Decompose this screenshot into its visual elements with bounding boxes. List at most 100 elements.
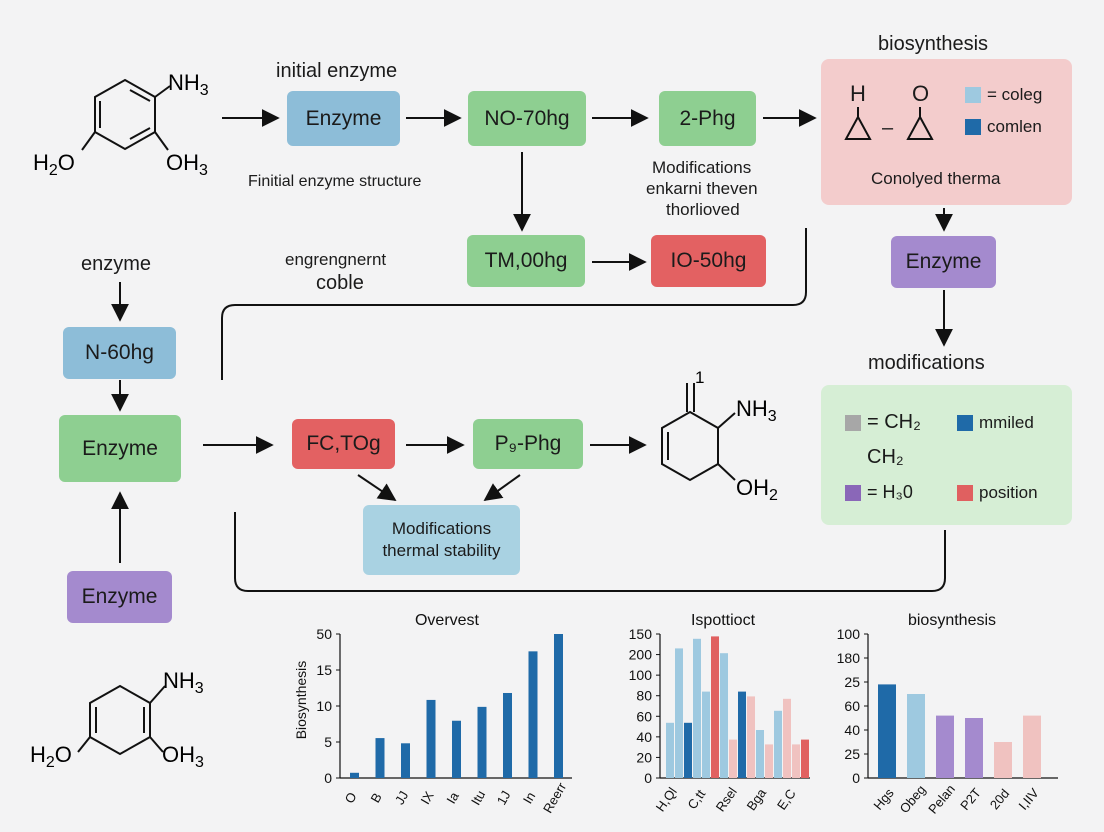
molecule-top: [81, 78, 171, 151]
chart2-bar: [729, 739, 737, 778]
panel-bio-legend-1: = coleg: [965, 85, 1042, 105]
swatch-position: [957, 485, 973, 501]
chart3-xtick-label: Obeg: [897, 782, 929, 816]
label-mods-note-2: enkarni theven: [646, 179, 758, 198]
node-fcto[interactable]: FC,TOg: [292, 419, 395, 469]
chart2-bar: [684, 722, 692, 778]
heading-modifications: modifications: [868, 352, 985, 374]
chart1-xtick-label: IX: [418, 788, 437, 806]
node-phg2[interactable]: 2-Phg: [659, 91, 756, 146]
chart2-bar: [747, 696, 755, 778]
node-modifications-thermal[interactable]: Modifications thermal stability: [363, 505, 520, 575]
chart1-xtick-label: Ia: [443, 789, 462, 807]
chart2-ytick-label: 60: [636, 708, 652, 724]
mod-row-mmiled: mmiled: [957, 413, 1034, 433]
molecule-bottom: [77, 684, 166, 756]
chart2-bar: [711, 636, 719, 778]
chart2-bar: [720, 653, 728, 778]
panel-biosynthesis-shapes: [844, 107, 934, 140]
node-pphg[interactable]: P₉-Phg: [473, 419, 583, 469]
chart1-bar: [375, 738, 385, 778]
chart3-bar: [965, 718, 983, 778]
mod-row-ch2: = CH₂: [845, 411, 921, 434]
molecule-bottom-h2o: H2O: [30, 742, 72, 771]
chart3-ytick-label: 25: [844, 746, 860, 762]
swatch-ch2: [845, 414, 861, 431]
chart1-xtick-label: 1J: [494, 788, 514, 807]
label-initial-structure: Finitial enzyme structure: [248, 173, 422, 190]
chart3-ytick-label: 180: [837, 650, 861, 666]
chart1-xtick-label: B: [367, 790, 384, 805]
loop-line-bottom: [234, 512, 946, 592]
chart3-ytick-label: 0: [852, 770, 860, 786]
chart2-bar: [738, 691, 746, 778]
chart1-xtick-label: JJ: [392, 788, 411, 807]
chart3-bar: [878, 684, 896, 778]
node-modifications-line-2: thermal stability: [382, 541, 501, 560]
connectors: [111, 109, 953, 592]
chart2-xtick-label: Rsel: [713, 784, 740, 814]
arrow-fcto-to-mods: [357, 474, 397, 502]
legend-comlen-label: comlen: [987, 117, 1042, 136]
molecule-middle-oh: OH2: [736, 475, 778, 504]
chart1-ytick-label: 0: [324, 770, 332, 786]
molecule-top-oh: OH3: [166, 150, 208, 179]
label-engr-1: engrengnernt: [285, 250, 387, 269]
chart3-title: biosynthesis: [908, 612, 996, 629]
chart2-bar: [756, 730, 764, 778]
node-enzyme-bottom[interactable]: Enzyme: [67, 571, 172, 623]
legend-coleg-label: = coleg: [987, 85, 1043, 104]
node-io50[interactable]: IO-50hg: [651, 235, 766, 287]
chart1-ytick-label: 5: [324, 734, 332, 750]
chart3-xtick-label: 20d: [987, 786, 1012, 812]
chart1-ytick-label: 50: [316, 626, 332, 642]
node-enzyme-top[interactable]: Enzyme: [287, 91, 400, 146]
chart2-ytick-label: 200: [629, 647, 653, 663]
node-enzyme-right[interactable]: Enzyme: [891, 236, 996, 288]
panel-bio-h: H: [850, 81, 866, 106]
panel-modifications: = CH₂ mmiled CH₂ = H₃0 position: [821, 385, 1072, 525]
molecule-top-nh: NH3: [168, 70, 209, 99]
chart1-ylabel: Biosynthesis: [293, 661, 309, 740]
chart3-xtick-label: P2T: [957, 785, 984, 813]
chart3-bar: [1023, 715, 1041, 778]
label-mods-note-1: Modifications: [652, 158, 752, 177]
chart1-bar: [350, 772, 359, 778]
node-no70[interactable]: NO-70hg: [468, 91, 586, 146]
triangle-left: [844, 114, 872, 140]
panel-bio-o: O: [912, 81, 930, 106]
chart1-xtick-label: In: [520, 789, 538, 806]
node-modifications-line-1: Modifications: [391, 519, 492, 538]
chart1-bar: [554, 634, 563, 778]
chart2-bar: [801, 739, 809, 778]
swatch-mmiled: [957, 415, 973, 431]
panel-biosynthesis: H O – = coleg comlen Conolyed therma: [821, 59, 1072, 205]
node-tm00[interactable]: TM,00hg: [467, 235, 585, 287]
chart1-xtick-label: O: [342, 790, 360, 806]
node-n60[interactable]: N-60hg: [63, 327, 176, 379]
loop-line-top: [221, 228, 807, 380]
chart3-ytick-label: 40: [844, 722, 860, 738]
chart2-xtick-label: E,C: [774, 786, 799, 812]
mod-row-ch2-label: = CH₂: [867, 411, 921, 433]
chart2-bar: [693, 638, 701, 778]
chart2-xtick-label: H,Ql: [653, 784, 680, 814]
chart3-xtick-label: Hgs: [870, 785, 897, 813]
node-enzyme-mid[interactable]: Enzyme: [59, 415, 181, 482]
chart2-ytick-label: 100: [629, 667, 653, 683]
chart3-xtick-label: Pelan: [925, 782, 958, 817]
chart1-bar: [401, 743, 410, 778]
chart2-ytick-label: 0: [644, 770, 652, 786]
chart3-ytick-label: 25: [844, 674, 860, 690]
chart1-bar: [528, 651, 538, 778]
chart1-ytick-label: 10: [316, 698, 332, 714]
chart2-xtick-label: Bga: [744, 785, 770, 813]
chart1-bar: [477, 706, 487, 778]
mod-row-position-label: position: [979, 483, 1038, 502]
panel-bio-dash: –: [882, 117, 894, 139]
molecule-bottom-nh: NH3: [163, 668, 204, 697]
chart3-bar: [907, 694, 925, 778]
